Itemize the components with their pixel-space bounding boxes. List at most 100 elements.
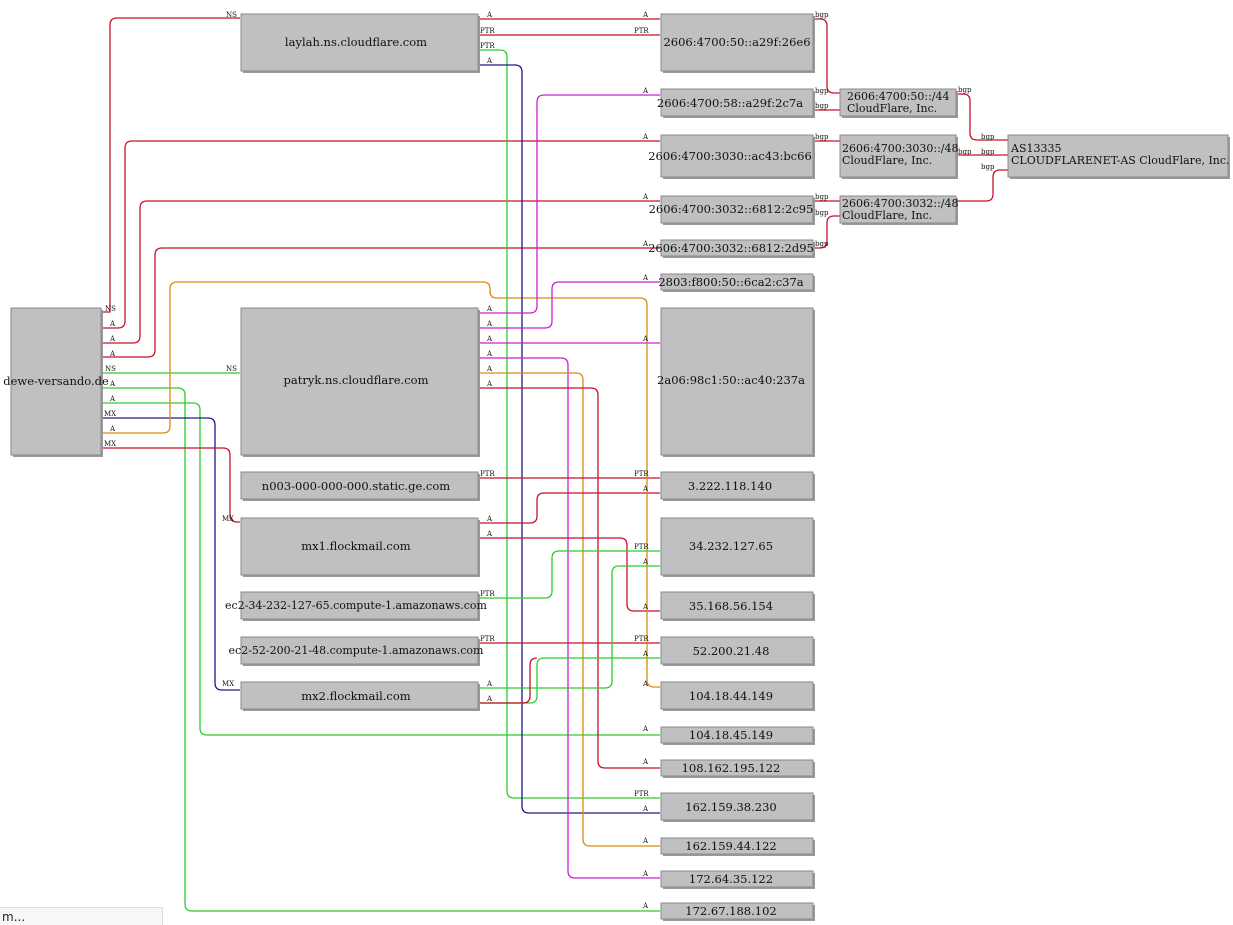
node-ip-162-159-44-label: 162.159.44.122 [685, 839, 776, 853]
edge-label-bgp: bgp [981, 148, 995, 156]
edge-domain-ip6-237a [101, 281, 648, 434]
edge-labels: NS A A A NS A A MX A MX NS NS MX MX A PT… [104, 11, 995, 910]
node-ip-52-200[interactable]: 52.200.21.48 [660, 636, 815, 666]
node-domain[interactable]: dewe-versando.de [3, 307, 109, 457]
edge-patryk-ip6-c37a [478, 281, 660, 329]
node-ip-172-64[interactable]: 172.64.35.122 [660, 870, 815, 889]
edge-label-bgp: bgp [958, 148, 972, 156]
node-ip-34-232[interactable]: 34.232.127.65 [660, 517, 815, 577]
node-ec2-34[interactable]: ec2-34-232-127-65.compute-1.amazonaws.co… [225, 591, 488, 621]
node-pfx-3030-line2: CloudFlare, Inc. [842, 154, 932, 167]
edge-label-ptr: PTR [634, 635, 649, 643]
edge-label-a: A [642, 558, 649, 566]
node-ip-162-159-38-label: 162.159.38.230 [685, 800, 776, 814]
node-pfx-3032[interactable]: 2606:4700:3032::/48 CloudFlare, Inc. [839, 195, 959, 225]
node-ip6-2d95[interactable]: 2606:4700:3032::6812:2d95 [648, 239, 815, 258]
edge-label-a: A [486, 305, 493, 313]
node-ip-172-64-label: 172.64.35.122 [689, 872, 773, 886]
edge-bgp-26e6-pfx44 [813, 18, 840, 94]
edge-laylah-ip-162-159-38-ptr [478, 49, 660, 799]
node-mx1[interactable]: mx1.flockmail.com [240, 517, 480, 577]
node-n003[interactable]: n003-000-000-000.static.ge.com [240, 471, 480, 501]
edge-label-ptr: PTR [634, 543, 649, 551]
edge-label-a: A [642, 240, 649, 248]
node-ip-104-18-44-label: 104.18.44.149 [689, 689, 773, 703]
node-ip6-26e6[interactable]: 2606:4700:50::a29f:26e6 [660, 13, 815, 73]
edge-label-ptr: PTR [480, 590, 495, 598]
edge-mx2-ip-52-200-a2 [478, 657, 538, 704]
edge-label-a: A [642, 805, 649, 813]
edge-label-ptr: PTR [634, 470, 649, 478]
edge-label-a: A [109, 335, 116, 343]
edge-label-a: A [642, 870, 649, 878]
node-ip-172-67[interactable]: 172.67.188.102 [660, 902, 815, 921]
edge-domain-ip6-2d95 [101, 247, 660, 358]
node-asn[interactable]: AS13335 CLOUDFLARENET-AS CloudFlare, Inc… [1007, 134, 1230, 179]
edge-bgp-2d95-pfx3032 [813, 215, 840, 249]
node-pfx-44-line1: 2606:4700:50::/44 [847, 90, 950, 103]
node-mx2[interactable]: mx2.flockmail.com [240, 681, 480, 711]
node-ip6-bc66[interactable]: 2606:4700:3030::ac43:bc66 [648, 134, 815, 179]
node-ip-162-159-44[interactable]: 162.159.44.122 [660, 837, 815, 856]
node-ip-35-168[interactable]: 35.168.56.154 [660, 591, 815, 621]
node-asn-line2: CLOUDFLARENET-AS CloudFlare, Inc. [1011, 154, 1230, 167]
edge-orange-ip-104-18-44 [646, 343, 660, 688]
edge-label-a: A [109, 320, 116, 328]
edge-label-a: A [642, 837, 649, 845]
edge-label-bgp: bgp [981, 163, 995, 171]
node-ec2-52-label: ec2-52-200-21-48.compute-1.amazonaws.com [229, 644, 484, 657]
node-ip6-c37a[interactable]: 2803:f800:50::6ca2:c37a [658, 273, 815, 292]
node-ip-172-67-label: 172.67.188.102 [685, 904, 776, 918]
edge-label-a: A [109, 425, 116, 433]
edge-label-a: A [642, 902, 649, 910]
edge-label-mx: MX [222, 680, 234, 688]
node-patryk-label: patryk.ns.cloudflare.com [284, 373, 429, 387]
edge-mx2-ip-34-232-a [478, 565, 660, 689]
node-mx2-label: mx2.flockmail.com [301, 689, 411, 703]
edge-label-a: A [109, 395, 116, 403]
node-ip-108-162[interactable]: 108.162.195.122 [660, 759, 815, 778]
node-pfx-3030-line1: 2606:4700:3030::/48 [842, 142, 959, 155]
node-ip6-26e6-label: 2606:4700:50::a29f:26e6 [663, 35, 810, 49]
node-ip-52-200-label: 52.200.21.48 [693, 644, 770, 658]
node-ip6-2c95-label: 2606:4700:3032::6812:2c95 [649, 202, 814, 216]
node-ip6-237a[interactable]: 2a06:98c1:50::ac40:237a [657, 307, 815, 457]
node-ip6-2c7a-label: 2606:4700:58::a29f:2c7a [657, 96, 803, 110]
node-ip-104-18-44[interactable]: 104.18.44.149 [660, 681, 815, 711]
node-ec2-52[interactable]: ec2-52-200-21-48.compute-1.amazonaws.com [229, 636, 484, 666]
edge-label-ns: NS [226, 11, 237, 19]
edge-label-a: A [642, 485, 649, 493]
node-ip-3-222[interactable]: 3.222.118.140 [660, 471, 815, 501]
edge-patryk-ip-162-159-44 [478, 372, 660, 847]
edge-label-bgp: bgp [815, 133, 829, 141]
edge-label-a: A [486, 335, 493, 343]
edge-label-a: A [486, 57, 493, 65]
node-ip6-2c95[interactable]: 2606:4700:3032::6812:2c95 [649, 195, 815, 225]
node-patryk[interactable]: patryk.ns.cloudflare.com [240, 307, 480, 457]
edge-domain-mx2-mx [101, 417, 240, 691]
edge-domain-laylah-ns [101, 17, 240, 313]
node-pfx-3030[interactable]: 2606:4700:3030::/48 CloudFlare, Inc. [839, 134, 959, 179]
node-ip-162-159-38[interactable]: 162.159.38.230 [660, 792, 815, 822]
edge-label-a: A [642, 87, 649, 95]
edge-domain-ip6-2c95 [101, 200, 660, 344]
edge-label-ptr: PTR [634, 27, 649, 35]
node-laylah[interactable]: laylah.ns.cloudflare.com [240, 13, 480, 73]
edge-label-a: A [642, 335, 649, 343]
edges [101, 17, 1008, 912]
edge-label-ns: NS [226, 365, 237, 373]
node-ip-108-162-label: 108.162.195.122 [682, 761, 781, 775]
node-ip-104-18-45[interactable]: 104.18.45.149 [660, 726, 815, 745]
node-asn-line1: AS13335 [1010, 142, 1061, 155]
node-ip6-2c7a[interactable]: 2606:4700:58::a29f:2c7a [657, 88, 815, 118]
edge-laylah-ip-162-159-38-a [478, 64, 660, 814]
edge-bgp-pfx44-asn [956, 93, 1008, 141]
edge-label-a: A [642, 725, 649, 733]
edge-label-bgp: bgp [958, 86, 972, 94]
node-ip6-c37a-label: 2803:f800:50::6ca2:c37a [658, 275, 803, 289]
edge-label-ptr: PTR [480, 42, 495, 50]
edge-label-ptr: PTR [480, 635, 495, 643]
node-pfx-44[interactable]: 2606:4700:50::/44 CloudFlare, Inc. [839, 88, 958, 118]
edge-label-a: A [486, 680, 493, 688]
edge-domain-ip-172-67 [101, 387, 660, 912]
